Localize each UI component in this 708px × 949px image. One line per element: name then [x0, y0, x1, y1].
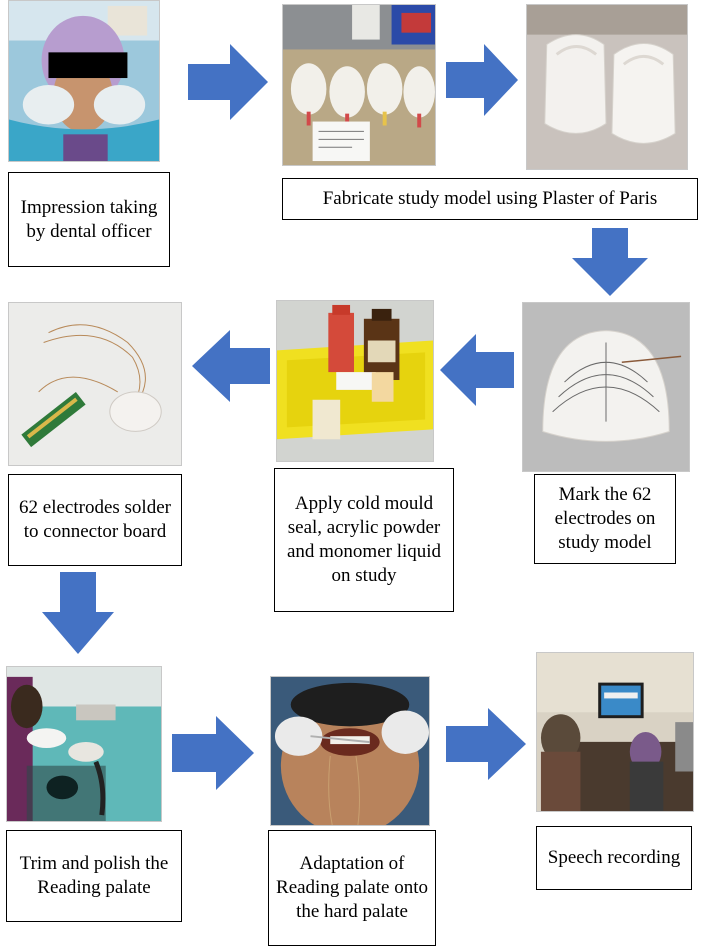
photo-adaptation-palate [270, 676, 430, 826]
photo-trim-polish [6, 666, 162, 822]
arrow-down-1 [572, 228, 648, 296]
arrow-right-3 [172, 716, 254, 790]
arrow-right-2 [446, 44, 518, 116]
photo-plaster-models [526, 4, 688, 170]
photo-speech-recording [536, 652, 694, 812]
label-adaptation: Adaptation of Reading palate onto the ha… [268, 830, 436, 946]
photo-impression-taking [8, 0, 160, 162]
arrow-right-1 [188, 44, 268, 120]
photo-study-models-tray [282, 4, 436, 166]
photo-connector-board [8, 302, 182, 466]
label-mark-electrodes: Mark the 62 electrodes on study model [534, 474, 676, 564]
arrow-left-1 [440, 334, 514, 406]
label-fabricate-study-model: Fabricate study model using Plaster of P… [282, 178, 698, 220]
photo-cold-mould-materials [276, 300, 434, 462]
label-speech-recording: Speech recording [536, 826, 692, 890]
photo-marked-study-model [522, 302, 690, 472]
label-apply-cold-mould: Apply cold mould seal, acrylic powder an… [274, 468, 454, 612]
arrow-down-2 [42, 572, 114, 654]
label-impression-taking: Impression taking by dental officer [8, 172, 170, 267]
label-solder-electrodes: 62 electrodes solder to connector board [8, 474, 182, 566]
arrow-right-4 [446, 708, 526, 780]
arrow-left-2 [192, 330, 270, 402]
label-trim-polish: Trim and polish the Reading palate [6, 830, 182, 922]
